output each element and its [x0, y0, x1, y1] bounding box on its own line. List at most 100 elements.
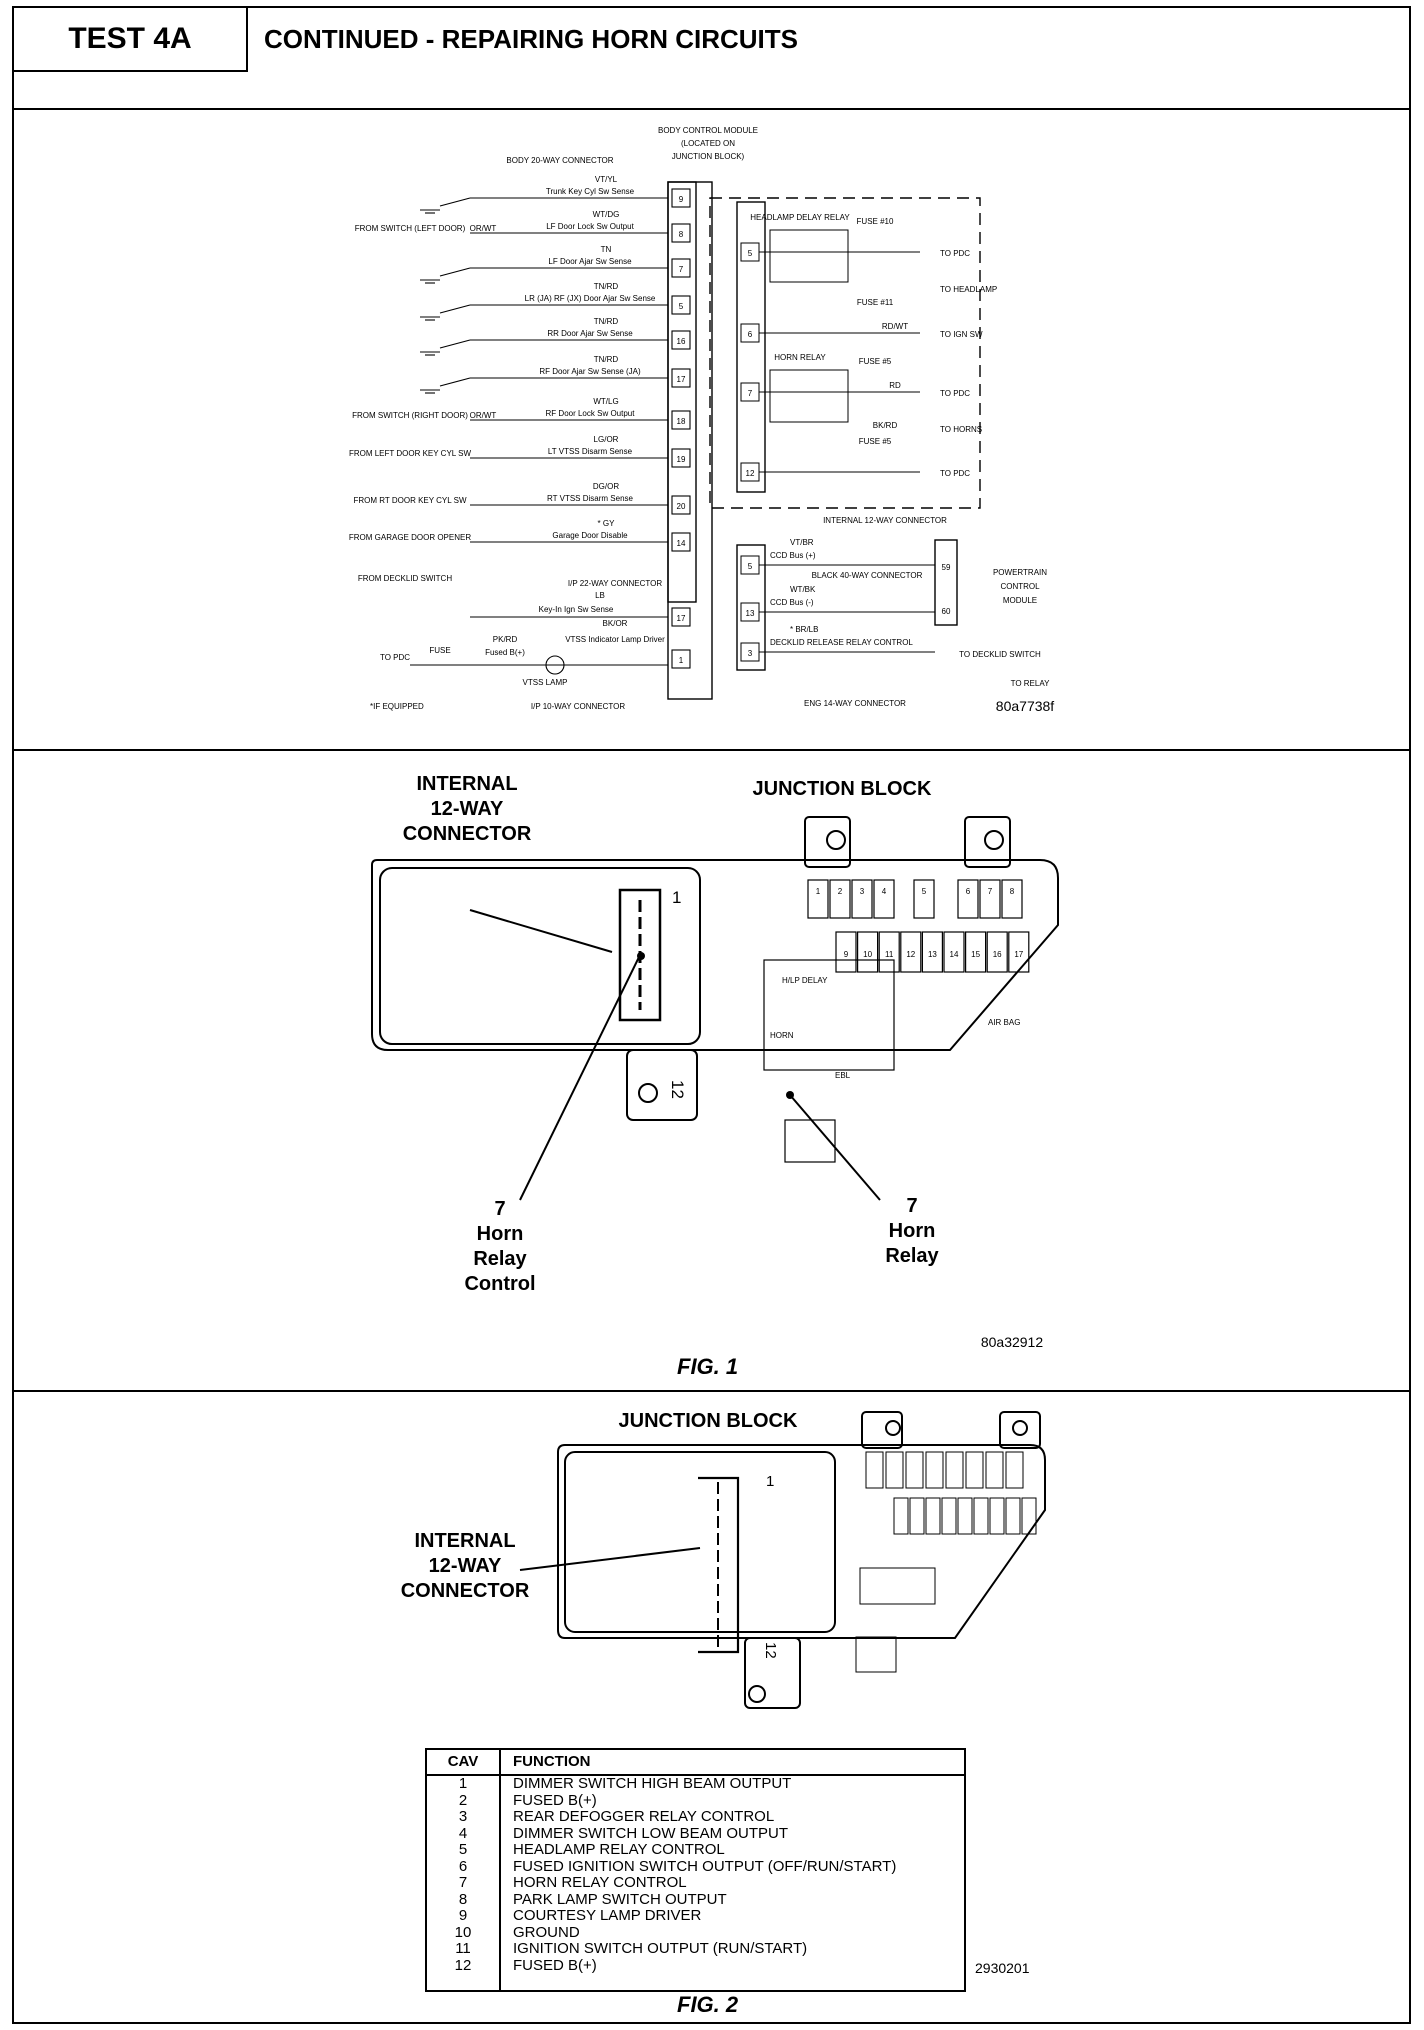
table-row: 6 FUSED IGNITION SWITCH OUTPUT (OFF/RUN/S…: [427, 1857, 964, 1875]
fuse-slot: [807, 879, 829, 919]
fig2-left-label-3: CONNECTOR: [401, 1580, 530, 1602]
wire-color: TN: [601, 245, 612, 254]
body-pin-number: 20: [677, 502, 686, 511]
internal-fuse-label: FUSE #5: [859, 357, 892, 366]
function-cell: HORN RELAY CONTROL: [513, 1874, 687, 1891]
fig1-mount-hole: [638, 1083, 658, 1103]
black40-label: BLACK 40-WAY CONNECTOR: [812, 571, 923, 580]
fig1-block-outline: [371, 859, 1059, 1051]
fig1-relay-area: [763, 959, 895, 1071]
fuse-number: 8: [1010, 887, 1015, 896]
internal-connector-shell: [736, 201, 766, 493]
fig1-callout-left-4: Control: [464, 1273, 535, 1295]
internal-destination: TO PDC: [940, 469, 970, 478]
fuse-slot: [913, 879, 935, 919]
internal-pin-number: 12: [746, 469, 755, 478]
divider: [14, 1390, 1409, 1392]
function-cell: FUSED IGNITION SWITCH OUTPUT (OFF/RUN/ST…: [513, 1857, 897, 1875]
body-pin-number: 8: [679, 230, 684, 239]
fuse-number: 11: [885, 950, 894, 959]
cav-cell: 8: [458, 1890, 468, 1908]
eng-wire-color: WT/BK: [790, 585, 816, 594]
table-row: 8 PARK LAMP SWITCH OUTPUT: [427, 1890, 964, 1908]
cav-cell: 2: [458, 1791, 468, 1809]
relay-body: [769, 229, 849, 283]
fuse-number: 17: [1014, 950, 1023, 959]
signal-source: FROM SWITCH (RIGHT DOOR): [352, 411, 468, 420]
fuse-number: 15: [971, 950, 980, 959]
to-decklid-label: TO DECKLID SWITCH: [959, 650, 1041, 659]
signal-description: RR Door Ajar Sw Sense: [547, 329, 633, 338]
fuse-slot: [1008, 931, 1030, 973]
fuse-number: 12: [906, 950, 915, 959]
body-pin-number: 5: [679, 302, 684, 311]
internal-fuse-label: FUSE #5: [859, 437, 892, 446]
signal-description: Trunk Key Cyl Sw Sense: [546, 187, 635, 196]
fuse-slot: [873, 879, 895, 919]
signal-description: RF Door Ajar Sw Sense (JA): [539, 367, 641, 376]
fuse-number: 6: [966, 887, 971, 896]
body-pin-box: [671, 532, 691, 552]
signal-description: LT VTSS Disarm Sense: [548, 447, 633, 456]
pcm-label-3: MODULE: [1003, 596, 1037, 605]
fig1-left-label-3: CONNECTOR: [403, 823, 532, 845]
wire-color: LG/OR: [594, 435, 619, 444]
signal-source: FROM LEFT DOOR KEY CYL SW: [349, 449, 472, 458]
fuse-slot: [957, 879, 979, 919]
internal-fuse-label: FUSE #10: [857, 217, 894, 226]
body-pin-box: [671, 295, 691, 315]
fig1-hlp-label: H/LP DELAY: [782, 976, 828, 985]
ip10-wire: BK/OR: [603, 619, 628, 628]
internal-12way-box: [709, 197, 981, 509]
internal-wire-color: RD/WT: [882, 322, 908, 331]
cav-cell: 9: [458, 1907, 468, 1924]
vtss-lamp-label: VTSS LAMP: [523, 678, 568, 687]
test-tag: TEST 4A: [14, 8, 248, 72]
ip22-desc: Key-In Ign Sw Sense: [539, 605, 614, 614]
ip10-wire2: PK/RD: [493, 635, 518, 644]
function-cell: PARK LAMP SWITCH OUTPUT: [513, 1890, 727, 1908]
fig2-left-label-1: INTERNAL: [414, 1530, 515, 1552]
cav-cell: 6: [458, 1857, 468, 1875]
fig1-callout-right-1: 7: [906, 1195, 917, 1217]
body-pin-number: 18: [677, 417, 686, 426]
page-header: TEST 4A CONTINUED - REPAIRING HORN CIRCU…: [14, 8, 1409, 72]
cav-cell: 4: [458, 1824, 468, 1842]
internal-destination-2: TO HEADLAMP: [940, 285, 997, 294]
internal12-label: INTERNAL 12-WAY CONNECTOR: [823, 516, 947, 525]
fuse-number: 10: [863, 950, 872, 959]
fuse-slot: [1001, 879, 1023, 919]
fuse-slot: [979, 879, 1001, 919]
ip22-label: I/P 22-WAY CONNECTOR: [568, 579, 662, 588]
fuse-number: 14: [950, 950, 959, 959]
internal-wire-color-2: BK/RD: [873, 421, 898, 430]
cav-cell: 12: [454, 1956, 472, 1974]
ip10-desc2: Fused B(+): [485, 648, 525, 657]
fig1-connector-panel: [379, 867, 701, 1045]
fig2-junction-block: JUNCTION BLOCK INTERNAL 12-WAY CONNECTOR…: [401, 1410, 1046, 1709]
if-equipped-note: *IF EQUIPPED: [370, 702, 424, 711]
right-parts: 5 FUSE #10 TO PDC HEADLAMP DELAY RELAY TO HE…: [740, 213, 997, 662]
signal-description: Garage Door Disable: [552, 531, 628, 540]
internal-pin-number: 5: [748, 249, 753, 258]
ip10-pin-number: 1: [679, 656, 684, 665]
signal-source: FROM GARAGE DOOR OPENER: [349, 533, 471, 542]
fuse-slot: [835, 931, 857, 973]
body-pin-box: [671, 258, 691, 278]
cav-cell: 10: [454, 1923, 472, 1941]
eng-pin-number: 5: [748, 562, 753, 571]
relay-label: HEADLAMP DELAY RELAY: [750, 213, 850, 222]
body-pin-number: 14: [677, 539, 686, 548]
signal-source: FROM RT DOOR KEY CYL SW: [353, 496, 467, 505]
internal-destination: TO IGN SW: [940, 330, 983, 339]
body-connector-shell: [667, 181, 697, 603]
pcm-connector: [934, 539, 958, 626]
wire-color: WT/DG: [593, 210, 620, 219]
signal-description: RT VTSS Disarm Sense: [547, 494, 634, 503]
function-cell: REAR DEFOGGER RELAY CONTROL: [513, 1808, 775, 1825]
